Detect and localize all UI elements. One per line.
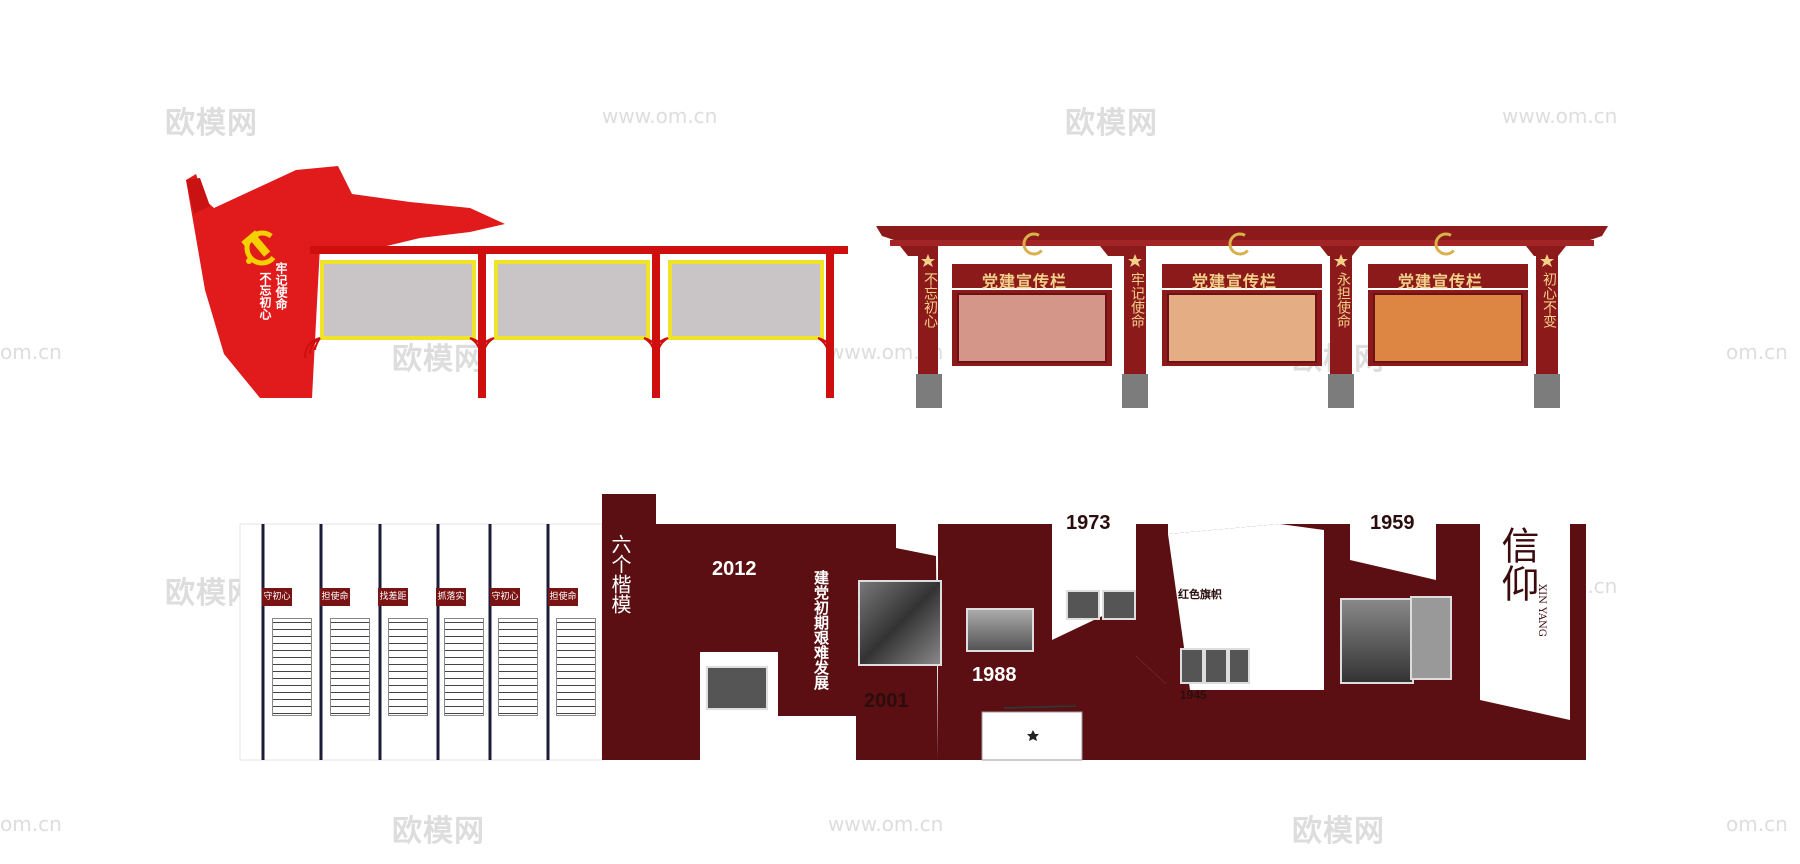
watermark-url: om.cn	[1726, 340, 1788, 364]
text-column	[556, 618, 596, 716]
historical-photo	[1102, 590, 1136, 620]
watermark-url: om.cn	[0, 340, 62, 364]
pillar-text: 不忘初心	[922, 272, 938, 328]
hammer-sickle-icon	[241, 230, 280, 266]
flag-slogan-a: 不忘初心	[258, 272, 272, 320]
historical-photo	[1228, 648, 1250, 684]
pillar-text: 牢记使命	[1129, 272, 1145, 328]
pillar-text: 永担使命	[1335, 272, 1351, 328]
red-flag-heading: 红色旗帜	[1178, 588, 1222, 601]
watermark-brand: 欧模网	[392, 342, 485, 377]
plaque: 守初心	[262, 588, 292, 606]
year-2001: 2001	[864, 690, 909, 712]
watermark-url: om.cn	[1726, 812, 1788, 836]
belief-heading: 信仰	[1495, 526, 1539, 602]
text-column	[388, 618, 428, 716]
belief-pinyin: XIN YANG	[1536, 584, 1547, 637]
historical-photo	[706, 666, 768, 710]
plaque: 找差距	[378, 588, 408, 606]
hammer-sickle-icon	[1022, 232, 1458, 256]
pillar-text: 初心不变	[1541, 272, 1557, 328]
historical-photo	[1180, 648, 1204, 684]
historical-photo	[966, 608, 1034, 652]
left-bulletin-board	[186, 166, 848, 398]
founding-heading: 建党初期艰难发展	[812, 570, 830, 690]
watermark-brand: 欧模网	[1292, 814, 1385, 849]
watermark-url: www.om.cn	[602, 104, 718, 128]
plaque: 担使命	[320, 588, 350, 606]
year-1967: 1967	[1258, 524, 1303, 546]
watermark-brand: 欧模网	[1065, 106, 1158, 141]
year-1988: 1988	[972, 664, 1017, 686]
watermark-brand: 欧模网	[392, 814, 485, 849]
panel-title: 党建宣传栏	[982, 272, 1068, 291]
panel-title: 党建宣传栏	[1398, 272, 1484, 291]
watermark-brand: 欧模网	[165, 106, 258, 141]
plaque: 担使命	[548, 588, 578, 606]
plaque: 守初心	[490, 588, 520, 606]
text-column	[498, 618, 538, 716]
panel-title: 党建宣传栏	[1192, 272, 1278, 291]
historical-photo	[1410, 596, 1452, 680]
year-2012: 2012	[712, 558, 757, 580]
watermark-url: www.om.cn	[828, 812, 944, 836]
text-column	[444, 618, 484, 716]
historical-photo	[1066, 590, 1100, 620]
text-column	[272, 618, 312, 716]
historical-photo	[1340, 598, 1414, 684]
flag-slogan-b: 牢记使命	[274, 262, 288, 310]
historical-photo	[858, 580, 942, 666]
year-1959: 1959	[1370, 512, 1415, 534]
star-icon	[1027, 730, 1039, 741]
watermark-url: www.om.cn	[1502, 104, 1618, 128]
right-bulletin-board	[876, 226, 1608, 408]
year-1945: 1945	[1180, 688, 1207, 702]
plaque: 抓落实	[436, 588, 466, 606]
watermark-url: om.cn	[0, 812, 62, 836]
year-1973: 1973	[1066, 512, 1111, 534]
text-column	[330, 618, 370, 716]
historical-photo	[1204, 648, 1228, 684]
six-models-heading: 六个楷模	[608, 534, 632, 614]
